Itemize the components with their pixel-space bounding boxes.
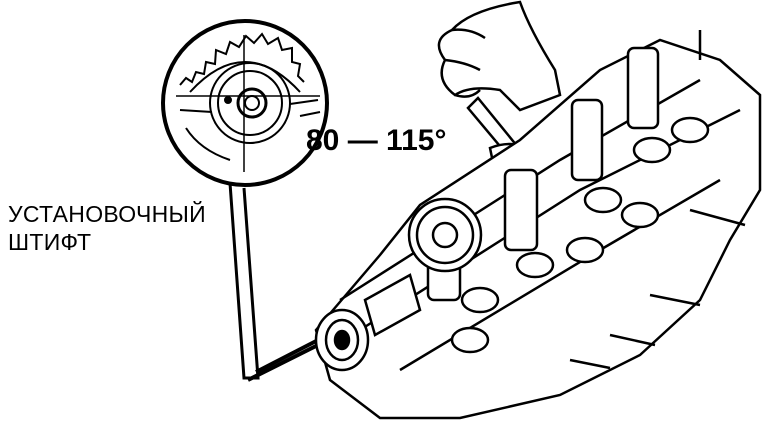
sprocket-gear <box>179 32 305 93</box>
callout-circle <box>161 19 329 187</box>
locating-pin-dot <box>224 96 232 104</box>
lifter-1 <box>515 251 555 279</box>
cam-journal <box>363 273 422 337</box>
lifter-5 <box>670 116 710 144</box>
stud-3 <box>609 333 656 347</box>
lifter-2 <box>565 236 605 264</box>
hub-inner <box>236 87 268 119</box>
cam-cap-2 <box>503 168 539 252</box>
hub-bore <box>244 95 260 111</box>
lifter-6 <box>460 286 500 314</box>
locating-pin-label-line2: ШТИФТ <box>8 229 92 255</box>
cam-cap-4 <box>626 46 660 130</box>
lifter-7 <box>450 326 490 354</box>
lifter-3 <box>583 186 623 214</box>
lifter-4 <box>632 136 672 164</box>
lifter-8 <box>620 201 660 229</box>
hub-middle <box>217 70 283 136</box>
locating-pin-label: УСТАНОВОЧНЫЙ ШТИФТ <box>8 200 206 256</box>
hand <box>437 0 562 112</box>
leader-line <box>228 182 323 382</box>
hub-outer <box>209 62 291 144</box>
cam-cap-3 <box>570 98 604 182</box>
stud-2 <box>649 293 701 307</box>
rotation-angle-label: 80 — 115° <box>306 124 447 157</box>
stud-1 <box>689 208 746 227</box>
stud-4 <box>569 358 611 370</box>
cylinder-head <box>314 30 762 420</box>
detail-callout <box>161 19 329 187</box>
locating-pin-label-line1: УСТАНОВОЧНЫЙ <box>8 201 206 227</box>
